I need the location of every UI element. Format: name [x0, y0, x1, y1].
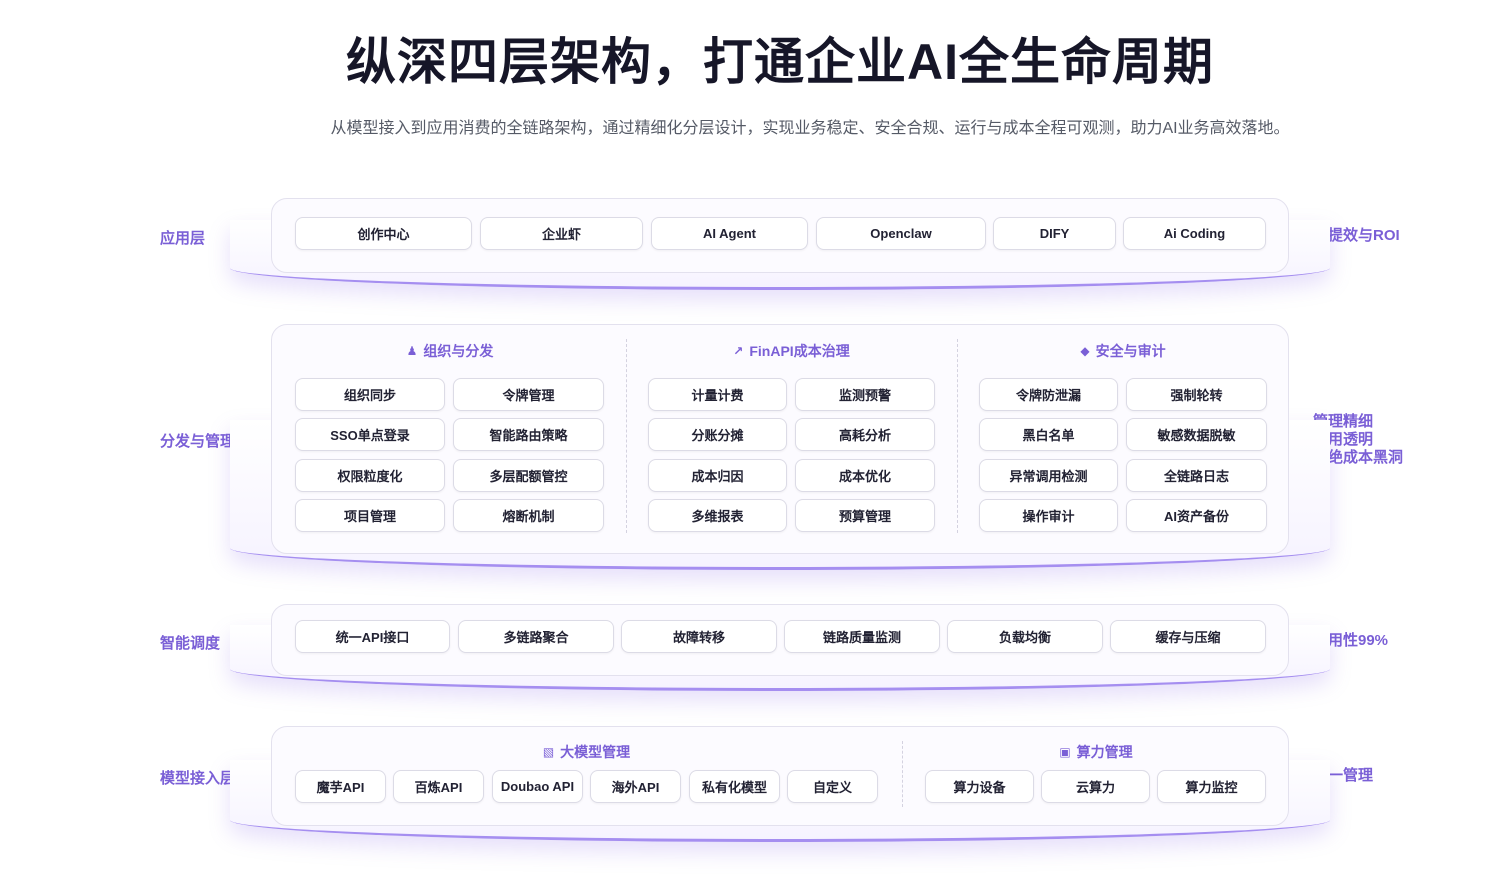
- mgmt-chip[interactable]: 令牌防泄漏: [979, 378, 1118, 411]
- layer-benefit-management: 管理精细 使用透明 拒绝成本黑洞: [1313, 413, 1403, 467]
- chip-icon: ▣: [1059, 745, 1071, 759]
- mgmt-chip[interactable]: 成本归因: [648, 459, 787, 492]
- mgmt-chip[interactable]: 黑白名单: [979, 418, 1118, 451]
- page-title: 纵深四层架构，打通企业AI全生命周期: [346, 34, 1214, 90]
- person-icon: ♟: [406, 344, 418, 358]
- group-title-compute: ▣ 算力管理: [1059, 744, 1133, 760]
- layer-card-model: ▧ 大模型管理 魔芋API 百炼API Doubao API 海外API 私有化…: [271, 726, 1289, 826]
- mgmt-chip[interactable]: 计量计费: [648, 378, 787, 411]
- mgmt-chip[interactable]: 监测预警: [795, 378, 935, 411]
- layer-card-management: ♟ 组织与分发 组织同步 令牌管理 SSO单点登录 智能路由策略 权限粒度化 多…: [271, 324, 1289, 554]
- mgmt-chip[interactable]: SSO单点登录: [295, 418, 445, 451]
- mgmt-chip[interactable]: 项目管理: [295, 499, 445, 532]
- mgmt-chip[interactable]: 全链路日志: [1126, 459, 1267, 492]
- mgmt-chip[interactable]: 组织同步: [295, 378, 445, 411]
- model-chip[interactable]: 百炼API: [393, 770, 484, 803]
- app-chip[interactable]: Openclaw: [816, 217, 986, 250]
- group-divider: [957, 339, 958, 533]
- mgmt-chip[interactable]: 智能路由策略: [453, 418, 604, 451]
- app-chip[interactable]: 创作中心: [295, 217, 472, 250]
- group-divider: [902, 741, 903, 807]
- mgmt-chip[interactable]: 异常调用检测: [979, 459, 1118, 492]
- mgmt-chip[interactable]: 分账分摊: [648, 418, 787, 451]
- layer-label-application: 应用层: [160, 230, 206, 247]
- mgmt-chip[interactable]: 多维报表: [648, 499, 787, 532]
- compute-chip[interactable]: 算力监控: [1157, 770, 1266, 803]
- model-chip[interactable]: Doubao API: [492, 770, 583, 803]
- layer-label-management: 分发与管理层: [160, 433, 251, 450]
- layer-benefit-application: AI提效与ROI: [1313, 227, 1400, 244]
- app-chip[interactable]: Ai Coding: [1123, 217, 1266, 250]
- mgmt-chip[interactable]: 强制轮转: [1126, 378, 1267, 411]
- sched-chip[interactable]: 故障转移: [621, 620, 777, 653]
- model-chip[interactable]: 私有化模型: [689, 770, 780, 803]
- layer-label-model: 模型接入层: [160, 770, 236, 787]
- layer-benefit-scheduling: 可用性99%: [1313, 632, 1389, 649]
- app-chip[interactable]: 企业虾: [480, 217, 643, 250]
- mgmt-chip[interactable]: 多层配额管控: [453, 459, 604, 492]
- mgmt-chip[interactable]: 权限粒度化: [295, 459, 445, 492]
- sched-chip[interactable]: 负载均衡: [947, 620, 1103, 653]
- compute-chip[interactable]: 算力设备: [925, 770, 1034, 803]
- trend-icon: ↗: [733, 344, 744, 358]
- grid-icon: ▧: [542, 745, 555, 759]
- benefit-line: 拒绝成本黑洞: [1313, 449, 1404, 466]
- app-chip[interactable]: AI Agent: [651, 217, 808, 250]
- mgmt-chip[interactable]: 操作审计: [979, 499, 1118, 532]
- mgmt-chip[interactable]: 敏感数据脱敏: [1126, 418, 1267, 451]
- mgmt-chip[interactable]: 熔断机制: [453, 499, 604, 532]
- model-chip[interactable]: 海外API: [590, 770, 681, 803]
- group-divider: [626, 339, 627, 533]
- layer-card-application: 创作中心 企业虾 AI Agent Openclaw DIFY Ai Codin…: [271, 198, 1289, 273]
- sched-chip[interactable]: 多链路聚合: [458, 620, 614, 653]
- app-chip[interactable]: DIFY: [993, 217, 1116, 250]
- diamond-icon: ◆: [1080, 344, 1090, 358]
- mgmt-chip[interactable]: 成本优化: [795, 459, 935, 492]
- model-chip[interactable]: 自定义: [787, 770, 878, 803]
- compute-chip[interactable]: 云算力: [1041, 770, 1150, 803]
- group-title-org: ♟ 组织与分发: [406, 343, 494, 359]
- sched-chip[interactable]: 统一API接口: [295, 620, 450, 653]
- group-title-finapi: ↗ FinAPI成本治理: [733, 343, 850, 359]
- group-title-llm: ▧ 大模型管理: [542, 744, 631, 760]
- model-chip[interactable]: 魔芋API: [295, 770, 386, 803]
- group-title-security: ◆ 安全与审计: [1080, 343, 1166, 359]
- page-subtitle: 从模型接入到应用消费的全链路架构，通过精细化分层设计，实现业务稳定、安全合规、运…: [330, 120, 1290, 137]
- mgmt-chip[interactable]: AI资产备份: [1126, 499, 1267, 532]
- sched-chip[interactable]: 缓存与压缩: [1110, 620, 1266, 653]
- mgmt-chip[interactable]: 预算管理: [795, 499, 935, 532]
- layer-label-scheduling: 智能调度: [160, 635, 221, 652]
- layer-card-scheduling: 统一API接口 多链路聚合 故障转移 链路质量监测 负载均衡 缓存与压缩: [271, 604, 1289, 676]
- sched-chip[interactable]: 链路质量监测: [784, 620, 940, 653]
- mgmt-chip[interactable]: 令牌管理: [453, 378, 604, 411]
- mgmt-chip[interactable]: 高耗分析: [795, 418, 935, 451]
